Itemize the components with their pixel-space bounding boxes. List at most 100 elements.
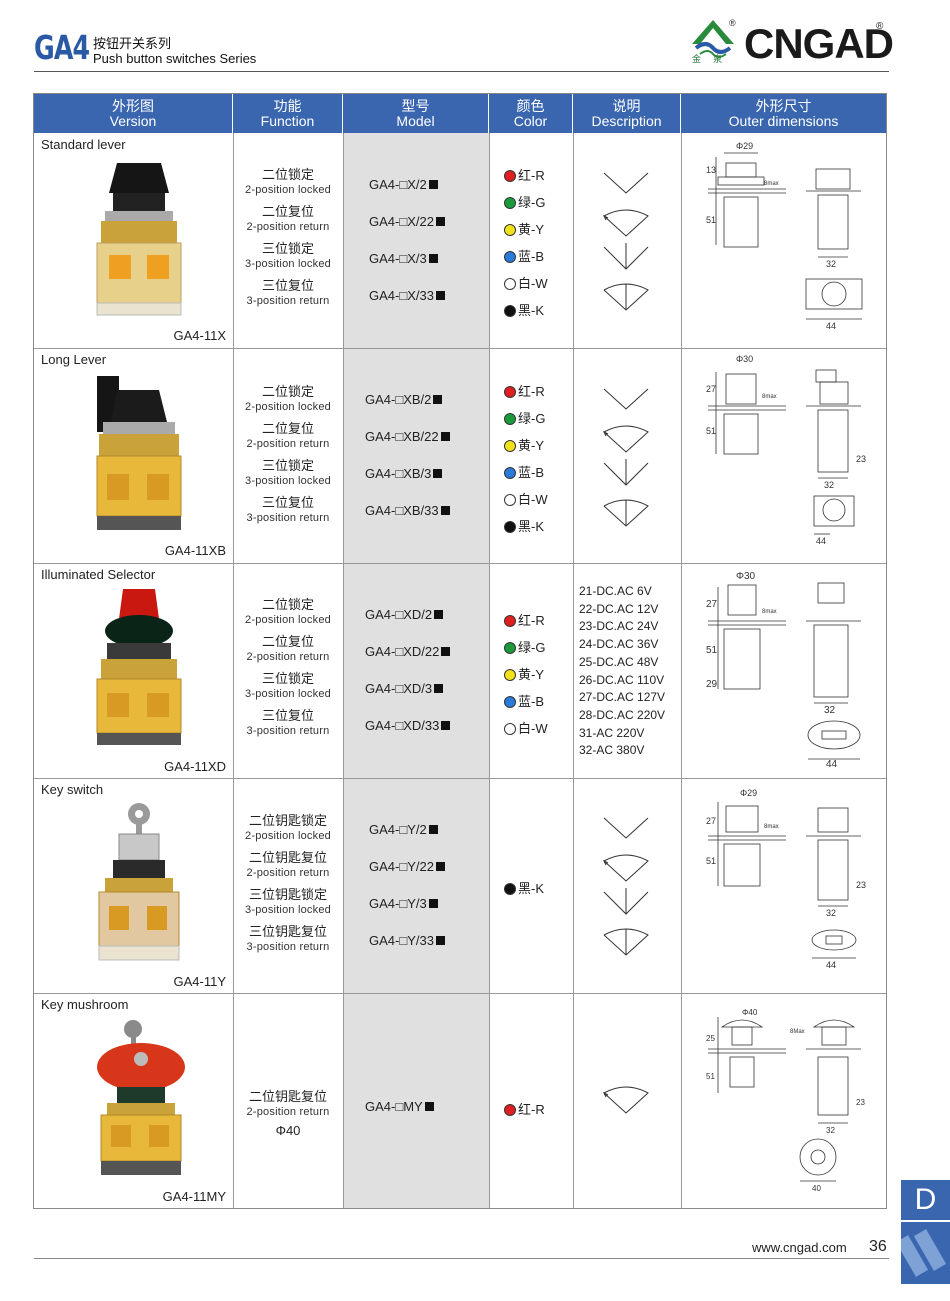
position-diagrams xyxy=(589,1083,689,1120)
function-en: 3-position return xyxy=(246,941,330,953)
function-extra: Φ40 xyxy=(275,1123,301,1138)
color-item: 黑-K xyxy=(504,300,574,327)
variant-square-icon xyxy=(428,180,438,189)
model-code: GA4-□XD/3 xyxy=(365,681,433,696)
color-item: 绿-G xyxy=(504,192,574,219)
color-item: 白-W xyxy=(504,489,574,516)
two-position-return-icon xyxy=(602,209,649,237)
color-list: 红-R 绿-G 黄-Y 蓝-B 白-W 黑-K xyxy=(504,381,574,543)
function-en: 2-position locked xyxy=(245,830,331,842)
website-link[interactable]: www.cngad.com xyxy=(752,1240,847,1255)
model-list: GA4-□X/2 GA4-□X/22 GA4-□X/3 GA4-□X/33 xyxy=(343,177,489,325)
color-item: 绿-G xyxy=(504,637,574,664)
product-photo xyxy=(96,376,182,530)
color-dot-icon xyxy=(504,413,516,425)
function-en: 2-position return xyxy=(246,221,330,233)
color-list: 黑-K xyxy=(504,878,574,905)
dim-height-lamp: 29 xyxy=(706,679,718,690)
model-code: GA4-□Y/22 xyxy=(369,859,434,874)
dim-base: 44 xyxy=(826,960,836,970)
color-label: 蓝-B xyxy=(518,465,545,480)
color-dot-icon xyxy=(504,521,516,533)
color-dot-icon xyxy=(504,467,516,479)
variant-square-icon xyxy=(435,862,445,871)
voltage-item: 28-DC.AC 220V xyxy=(579,707,666,722)
color-dot-icon xyxy=(504,170,516,182)
color-item: 蓝-B xyxy=(504,246,574,273)
variant-square-icon xyxy=(433,395,443,404)
voltage-item: 23-DC.AC 24V xyxy=(579,619,659,634)
model-item: GA4-□XB/22 xyxy=(343,429,489,466)
dim-width: 32 xyxy=(824,705,836,716)
function-cn: 三位复位 xyxy=(261,278,314,293)
color-dot-icon xyxy=(504,197,516,209)
function-en: 3-position return xyxy=(246,512,330,524)
voltage-item: 22-DC.AC 12V xyxy=(579,601,659,616)
model-item: GA4-□X/22 xyxy=(343,214,489,251)
two-position-locked-icon xyxy=(603,817,649,839)
footer-divider xyxy=(34,1258,889,1259)
column-header-cn: 功能 xyxy=(273,98,302,114)
color-dot-icon xyxy=(504,1104,516,1116)
function-cn: 三位钥匙锁定 xyxy=(248,887,327,902)
voltage-item: 27-DC.AC 127V xyxy=(579,690,666,705)
function-item: 二位钥匙复位 2-position return xyxy=(234,850,342,887)
two-position-locked-icon xyxy=(603,172,649,194)
column-header-en: Outer dimensions xyxy=(728,113,839,129)
function-cn: 二位锁定 xyxy=(261,167,314,182)
outer-dimensions-drawing: Φ30 27 51 29 8max 32 44 xyxy=(706,571,861,768)
dim-width: 32 xyxy=(826,259,836,269)
color-dot-icon xyxy=(504,386,516,398)
function-en: 3-position locked xyxy=(245,904,331,916)
dim-height-body: 51 xyxy=(706,1072,715,1081)
color-label: 黄-Y xyxy=(518,667,545,682)
function-cn: 二位钥匙复位 xyxy=(248,850,327,865)
function-en: 2-position return xyxy=(246,651,330,663)
function-en: 2-position return xyxy=(246,867,330,879)
product-caption: GA4-11XD xyxy=(164,759,226,774)
color-item: 白-W xyxy=(504,718,574,745)
column-header-version: 外形图 Version xyxy=(34,94,233,133)
page-number: 36 xyxy=(869,1238,887,1255)
function-en: 2-position return xyxy=(246,1106,330,1118)
dim-terminal-height: 23 xyxy=(856,880,866,890)
product-photo xyxy=(96,589,182,745)
color-label: 白-W xyxy=(518,492,548,507)
dim-height-top: 27 xyxy=(706,816,716,826)
color-dot-icon xyxy=(504,883,516,895)
brand-logo-icon xyxy=(692,20,734,58)
color-list: 红-R 绿-G 黄-Y 蓝-B 白-W xyxy=(504,610,574,745)
model-list: GA4-□Y/2 GA4-□Y/22 GA4-□Y/3 GA4-□Y/33 xyxy=(343,822,489,970)
two-position-return-icon xyxy=(602,425,649,453)
outer-dimensions-drawing: Φ29 13 51 8max 32 44 xyxy=(706,141,863,331)
column-header-function: 功能 Function xyxy=(233,94,343,133)
column-header-cn: 外形尺寸 xyxy=(755,98,812,114)
variant-square-icon xyxy=(435,291,445,300)
two-position-return-icon xyxy=(602,854,649,882)
section-decoration-icon xyxy=(901,1222,950,1284)
variant-square-icon xyxy=(435,217,445,226)
row-divider xyxy=(34,348,886,349)
variant-square-icon xyxy=(434,684,444,693)
column-header-en: Color xyxy=(513,113,548,129)
color-label: 黑-K xyxy=(518,519,545,534)
color-dot-icon xyxy=(504,305,516,317)
dim-height-body: 51 xyxy=(706,645,718,656)
model-item: GA4-□Y/2 xyxy=(343,822,489,859)
voltage-item: 21-DC.AC 6V xyxy=(579,584,652,598)
function-cn: 三位锁定 xyxy=(261,458,314,473)
outer-dimensions-drawing: Φ30 27 51 8max 32 23 44 xyxy=(706,354,866,546)
dim-width: 32 xyxy=(826,1126,835,1135)
dim-width: 32 xyxy=(826,908,836,918)
voltage-item: 24-DC.AC 36V xyxy=(579,637,659,652)
model-code: GA4-□X/2 xyxy=(369,177,427,192)
